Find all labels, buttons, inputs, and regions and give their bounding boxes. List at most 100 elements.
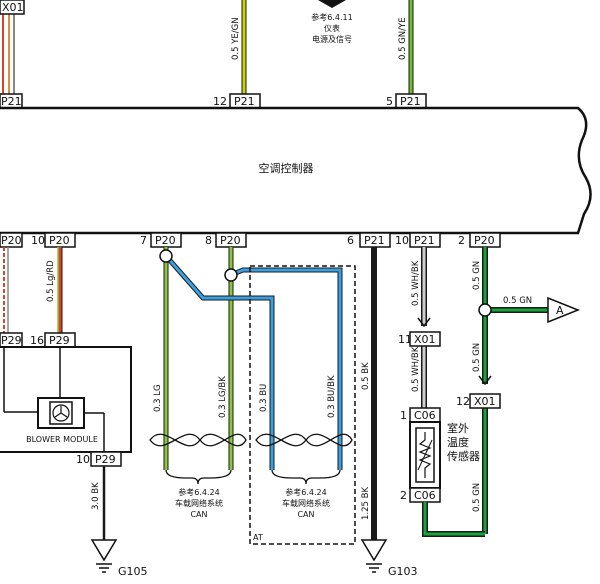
ground-g105: G105 [90,539,148,578]
connector-label: P20 [220,234,241,247]
connector-x01-11: 11 X01 [398,331,441,347]
blower-connector-p29-10: 10 P29 [76,451,122,467]
wire-label-bk-top: 0.5 BK [361,362,371,390]
twist-symbol-lg [149,433,247,447]
bottom-connector-p20-10: 10 P20 [31,232,76,248]
wire-lg-rd: 0.5 Lg/RD [46,247,63,333]
connector-label: P29 [49,334,70,347]
arrow-label: A [556,304,564,317]
wire-lg: 0.3 LG [153,247,169,470]
pin-number: 12 [213,95,227,108]
can-ref-line1: 参考6.4.24 [285,487,326,497]
blower-connector-p29-left: P29 [0,332,23,348]
can-ref-line3: CAN [190,510,207,519]
wire-label-wh-bk-bottom: 0.5 WH/BK [411,346,421,392]
bottom-connector-p21-6: 6 P21 [347,232,391,248]
wire-bu: 0.3 BU [164,254,275,470]
connector-label: X01 [2,1,24,14]
wire-label-bu: 0.3 BU [259,384,269,412]
blower-label: BLOWER MODULE [26,435,98,444]
top-left-wires [2,14,15,94]
connector-label: P29 [1,334,22,347]
sensor-label1: 室外 [447,421,469,435]
connector-label: P21 [234,95,255,108]
pin-number: 5 [386,95,393,108]
pin-number: 11 [398,333,412,346]
at-label: AT [253,533,263,542]
connector-label: P20 [155,234,176,247]
wire-label-lg-rd: 0.5 Lg/RD [46,260,56,302]
connector-label: P20 [49,234,70,247]
sensor-label3: 传感器 [447,450,480,463]
bottom-connector-p20-8: 8 P20 [205,232,247,248]
pin-number: 16 [30,334,44,347]
pin-number: 7 [140,234,147,247]
ac-controller-module: 空调控制器 [0,106,592,235]
can-brace-left: 参考6.4.24 车载网络系统 CAN [165,469,232,519]
can-ref-line2: 车载网络系统 [175,498,223,508]
pin-number: 6 [347,234,354,247]
connector-label: X01 [414,333,436,346]
pin-number: 10 [395,234,409,247]
wire-label-gn-bottom: 0.5 GN [472,483,482,512]
connector-label: C06 [414,489,436,502]
at-option-box: AT [249,265,356,545]
wire-label-wh-bk-top: 0.5 WH/BK [411,260,421,306]
ground-label: G103 [388,565,418,578]
pin-number: 2 [458,234,465,247]
wire-label-bu-bk: 0.3 BU/BK [327,375,337,418]
connector-label: P29 [95,453,116,466]
pin-number: 10 [31,234,45,247]
twist-symbol-bu [255,433,353,447]
wire-gn-ye: 0.5 GN/YE [398,0,414,94]
wire-label-gn-ye: 0.5 GN/YE [398,17,408,60]
pin-number: 12 [456,395,470,408]
pin-number: 10 [76,453,90,466]
top-reference: 参考6.4.11 仪表 电源及信号 [311,0,353,44]
ref-line1: 参考6.4.11 [311,12,352,22]
connector-label: P21 [414,234,435,247]
connector-label: X01 [474,395,496,408]
wire-wh-bk: 0.5 WH/BK 0.5 WH/BK [411,247,431,408]
wire-bk-g105: 3.0 BK [91,466,106,540]
module-label: 空调控制器 [259,161,314,175]
pin-number: 1 [400,409,407,422]
connector-label: P20 [1,234,22,247]
wire-label-lg-bk: 0.3 LG/BK [218,376,228,418]
connector-label: P21 [1,95,22,108]
ground-g103: G103 [360,539,418,578]
splice-node [478,303,492,317]
offpage-arrow-a: A [547,296,581,324]
top-connector-p21-left: P21 [0,93,23,109]
ref-line3: 电源及信号 [312,34,352,44]
splice-node [224,268,238,282]
wire-label-gn-branch: 0.5 GN [503,296,532,306]
splice-node [159,249,173,263]
wire-label-lg: 0.3 LG [153,384,163,412]
top-connector-p21-12: 12 P21 [213,93,261,109]
connector-label: P20 [474,234,495,247]
can-ref-line1: 参考6.4.24 [178,487,219,497]
can-brace-right: 参考6.4.24 车载网络系统 CAN [271,469,341,519]
can-ref-line2: 车载网络系统 [282,498,330,508]
wire-label-gn-top: 0.5 GN [472,261,482,290]
connector-label: P21 [400,95,421,108]
ref-line2: 仪表 [324,23,340,33]
wire-label-bk-bottom: 1.25 BK [361,487,371,520]
outdoor-temp-sensor: 1 C06 2 C06 室外 温度 传感器 [400,407,480,503]
wire-left-edge [3,247,9,333]
top-connector-p21-5: 5 P21 [386,93,427,109]
wire-label-gn-mid: 0.5 GN [472,343,482,372]
connector-label: P21 [364,234,385,247]
bottom-connector-p20-left: P20 [0,232,23,248]
bottom-connector-p21-10: 10 P21 [395,232,441,248]
blower-connector-p29-16: 16 P29 [30,332,76,348]
connector-label: C06 [414,409,436,422]
sensor-label2: 温度 [447,435,469,449]
bottom-connector-p20-7: 7 P20 [140,232,182,248]
wire-label-ye-gn: 0.5 YE/GN [231,17,241,60]
top-connector-x01: X01 [0,0,25,15]
blower-module: BLOWER MODULE [0,346,132,453]
wire-gn: 0.5 GN 0.5 GN 0.5 GN 0.5 GN [422,247,548,537]
